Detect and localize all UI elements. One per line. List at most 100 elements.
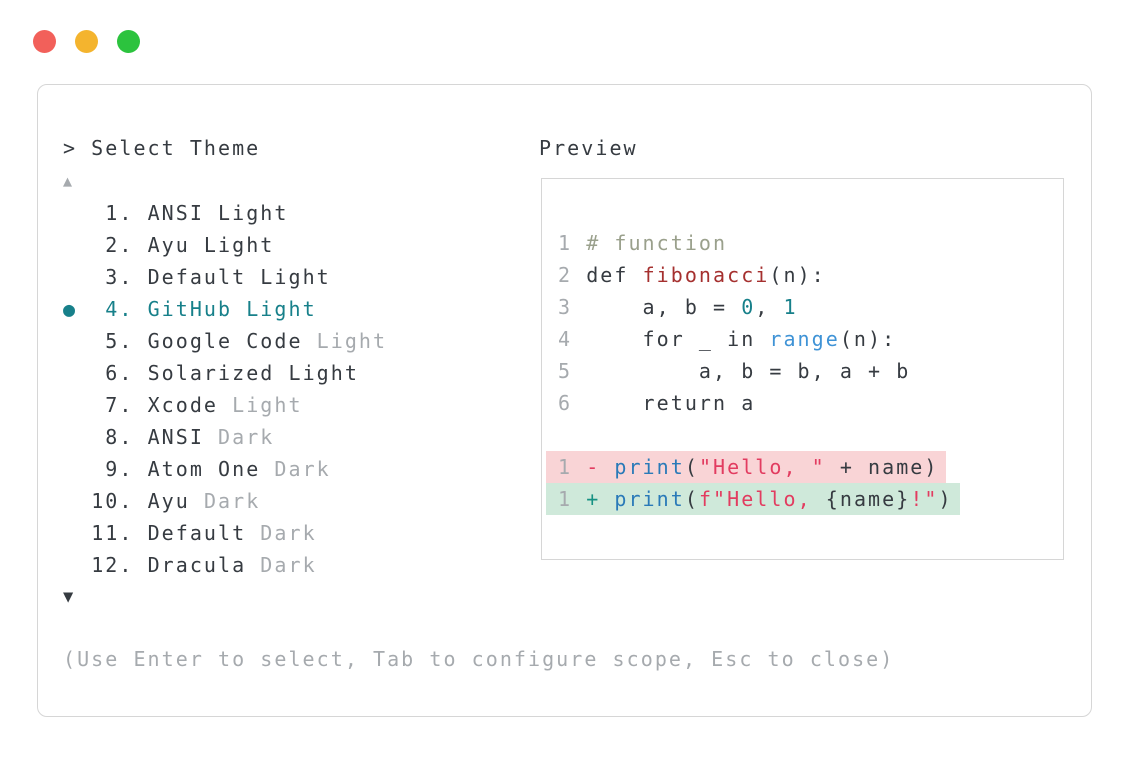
text-segment: Default (147, 521, 261, 545)
text-segment: Solarized Light (147, 361, 359, 385)
theme-number: 4. (91, 297, 148, 321)
text-segment: + (586, 487, 601, 511)
text-segment: Dark (218, 425, 275, 449)
code-line (542, 419, 1063, 451)
text-segment: 1 (783, 295, 798, 319)
text-segment: Light (316, 329, 388, 353)
theme-number: 1. (91, 201, 148, 225)
theme-number: 12. (91, 553, 148, 577)
select-theme-prompt: > Select Theme (63, 136, 261, 160)
help-text: (Use Enter to select, Tab to configure s… (63, 647, 895, 671)
preview-label: Preview (539, 136, 638, 160)
text-segment: a, b = b, a + b (586, 359, 911, 383)
text-segment: fibonacci (642, 263, 770, 287)
text-segment: Dracula (147, 553, 261, 577)
code-line: 6 return a (542, 387, 1063, 419)
text-segment: def (586, 263, 643, 287)
close-button[interactable] (33, 30, 56, 53)
line-number: 4 (558, 327, 587, 351)
bullet-spacer (63, 265, 91, 289)
code-line: 2 def fibonacci(n): (542, 259, 1063, 291)
code-line: 1 # function (542, 227, 1063, 259)
bullet-spacer (63, 233, 91, 257)
bullet-spacer (63, 201, 91, 225)
text-segment: (n): (839, 327, 897, 351)
theme-option-12[interactable]: 12. Dracula Dark (63, 549, 387, 581)
theme-option-3[interactable]: 3. Default Light (63, 261, 387, 293)
text-segment (600, 487, 614, 511)
text-segment: ( (684, 487, 699, 511)
theme-number: 5. (91, 329, 148, 353)
theme-option-5[interactable]: 5. Google Code Light (63, 325, 387, 357)
theme-option-9[interactable]: 9. Atom One Dark (63, 453, 387, 485)
code-line: 3 a, b = 0, 1 (542, 291, 1063, 323)
text-segment: !" (910, 487, 939, 511)
line-number: 1 (558, 455, 587, 479)
bullet-spacer (63, 553, 91, 577)
line-number: 1 (558, 231, 587, 255)
text-segment: Dark (260, 521, 317, 545)
theme-option-6[interactable]: 6. Solarized Light (63, 357, 387, 389)
text-segment: ANSI (147, 425, 219, 449)
theme-option-8[interactable]: 8. ANSI Dark (63, 421, 387, 453)
line-number: 3 (558, 295, 587, 319)
text-segment: for _ in (586, 327, 770, 351)
scroll-up-icon[interactable]: ▲ (63, 172, 75, 190)
text-segment (600, 455, 614, 479)
zoom-button[interactable] (117, 30, 140, 53)
text-segment: print (614, 455, 685, 479)
text-segment: "Hello, " (698, 455, 826, 479)
diff-added-line: 1 + print(f"Hello, {name}!") (542, 483, 1063, 515)
theme-number: 11. (91, 521, 148, 545)
bullet-spacer (63, 425, 91, 449)
bullet-spacer (63, 457, 91, 481)
text-segment: Light (232, 393, 303, 417)
theme-option-7[interactable]: 7. Xcode Light (63, 389, 387, 421)
bullet-spacer (63, 393, 91, 417)
code-line-content: 2 def fibonacci(n): (558, 259, 826, 291)
bullet-spacer (63, 521, 91, 545)
theme-option-2[interactable]: 2. Ayu Light (63, 229, 387, 261)
selected-bullet-icon: ● (63, 297, 92, 321)
bullet-spacer (63, 329, 91, 353)
theme-picker-window: > Select Theme Preview ▲ 1. ANSI Light 2… (37, 84, 1092, 717)
text-segment: Dark (260, 553, 317, 577)
theme-number: 2. (91, 233, 148, 257)
code-line-content: 1 + print(f"Hello, {name}!") (546, 483, 960, 515)
text-segment: ( (684, 455, 699, 479)
text-segment: Ayu (147, 489, 204, 513)
code-line-content: 4 for _ in range(n): (558, 323, 896, 355)
text-segment: (n): (769, 263, 826, 287)
theme-option-11[interactable]: 11. Default Dark (63, 517, 387, 549)
code-line-content: 1 - print("Hello, " + name) (546, 451, 946, 483)
theme-option-4[interactable]: ● 4. GitHub Light (63, 293, 387, 325)
text-segment: Xcode (147, 393, 233, 417)
theme-option-10[interactable]: 10. Ayu Dark (63, 485, 387, 517)
text-segment: Google Code (147, 329, 317, 353)
code-line-content: 3 a, b = 0, 1 (558, 291, 798, 323)
text-segment: Atom One (147, 457, 275, 481)
code-line-content: 6 return a (558, 387, 755, 419)
text-segment: 0 (741, 295, 756, 319)
text-segment: Default Light (147, 265, 331, 289)
diff-removed-line: 1 - print("Hello, " + name) (542, 451, 1063, 483)
code-line-content: 5 a, b = b, a + b (558, 355, 910, 387)
text-segment: Ayu Light (147, 233, 275, 257)
line-number: 2 (558, 263, 587, 287)
text-segment: Dark (203, 489, 261, 513)
theme-option-1[interactable]: 1. ANSI Light (63, 197, 387, 229)
text-segment: ) (938, 487, 953, 511)
minimize-button[interactable] (75, 30, 98, 53)
theme-number: 3. (91, 265, 148, 289)
text-segment: - (586, 455, 601, 479)
window-controls (0, 0, 200, 60)
scroll-down-icon[interactable]: ▼ (63, 587, 76, 607)
theme-list: 1. ANSI Light 2. Ayu Light 3. Default Li… (63, 197, 387, 581)
bullet-spacer (63, 489, 91, 513)
text-segment: ANSI Light (147, 201, 289, 225)
text-segment: {name} (825, 487, 911, 511)
text-segment: # function (586, 231, 728, 255)
text-segment: GitHub Light (147, 297, 317, 321)
